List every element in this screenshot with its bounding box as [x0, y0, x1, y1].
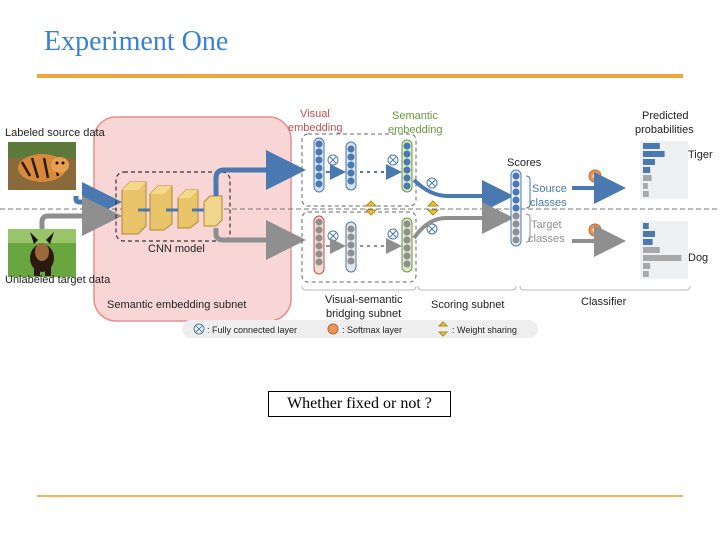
- visual-embedding-label-1: Visual: [300, 108, 330, 120]
- classifier-label: Classifier: [581, 296, 627, 308]
- target-classes-brace: [525, 213, 531, 243]
- cnn-model-label: CNN model: [148, 243, 205, 255]
- target-prob-bars: [643, 223, 682, 277]
- target-semantic-layer: [401, 217, 413, 273]
- dog-label: Dog: [688, 252, 708, 264]
- source-classes-label-1: Source: [532, 183, 567, 195]
- semantic-embedding-label-1: Semantic: [392, 110, 438, 122]
- target-embedding-box: [301, 211, 417, 283]
- weight-sharing-icons: [364, 200, 440, 216]
- target-fc-connections: [326, 228, 402, 254]
- footer-rule: [37, 495, 683, 497]
- source-input-arrow: [73, 182, 122, 222]
- target-classes-label-1: Target: [531, 219, 562, 231]
- semantic-embedding-label-2: embedding: [388, 124, 442, 136]
- bridging-subnet-label-1: Visual-semantic: [325, 294, 403, 306]
- prob-bar: [643, 239, 653, 245]
- legend-fully-connected: : Fully connected layer: [207, 325, 297, 335]
- predicted-label-1: Predicted: [642, 110, 688, 122]
- cnn-to-target-arrow: [213, 220, 306, 260]
- bridging-brace: [301, 285, 417, 291]
- bridging-subnet-label-2: bridging subnet: [326, 308, 401, 320]
- target-hidden-layer: [345, 221, 357, 273]
- prob-bar: [643, 167, 651, 173]
- prob-bar: [643, 271, 649, 277]
- tiger-label: Tiger: [688, 149, 713, 161]
- scores-label: Scores: [507, 157, 542, 169]
- prob-bar: [643, 263, 651, 269]
- scoring-brace: [417, 285, 517, 291]
- visual-embedding-label-2: embedding: [288, 122, 342, 134]
- architecture-diagram: Labeled source data Unlabeled target dat…: [0, 108, 720, 338]
- tiger-image: [8, 142, 76, 190]
- source-embedding-box: [301, 133, 417, 207]
- source-classes-brace: [525, 175, 531, 209]
- cnn-layers: [121, 181, 223, 235]
- scores-layer: [510, 169, 522, 247]
- cnn-to-source-arrow: [213, 150, 306, 196]
- prob-bar: [643, 231, 655, 237]
- scoring-subnet-label: Scoring subnet: [431, 299, 504, 311]
- prob-bar: [643, 159, 655, 165]
- softmax-icons: [588, 169, 602, 237]
- prob-bar: [643, 183, 648, 189]
- slide-title: Experiment One: [44, 26, 229, 57]
- source-hidden-layer: [345, 141, 357, 191]
- semantic-to-scores: [412, 177, 514, 240]
- legend: : Fully connected layer : Softmax layer …: [182, 320, 538, 338]
- prob-bar: [643, 247, 660, 253]
- unlabeled-target-label: Unlabeled target data: [5, 274, 111, 286]
- target-input-arrow: [39, 196, 122, 236]
- prob-bar: [643, 223, 649, 229]
- predicted-label-2: probabilities: [635, 124, 694, 136]
- legend-weight-sharing: : Weight sharing: [452, 325, 517, 335]
- prob-bar: [643, 175, 652, 181]
- dog-image: [8, 229, 76, 277]
- softmax-icon: [327, 323, 339, 335]
- prob-bar: [643, 151, 665, 157]
- target-visual-layer: [313, 215, 325, 275]
- semantic-embedding-subnet-label: Semantic embedding subnet: [107, 299, 246, 311]
- cnn-model-box: [115, 171, 231, 242]
- legend-softmax: : Softmax layer: [342, 325, 402, 335]
- source-fc-connections: [326, 154, 402, 180]
- classifier-brace: [519, 285, 691, 291]
- labeled-source-label: Labeled source data: [5, 127, 106, 139]
- target-classes-label-2: classes: [528, 233, 565, 245]
- source-prob-bars: [643, 143, 665, 197]
- prob-bar: [643, 143, 660, 149]
- prob-bar: [643, 191, 649, 197]
- source-classes-label-2: classes: [530, 197, 567, 209]
- prob-bar: [643, 255, 682, 261]
- source-semantic-layer: [401, 139, 413, 193]
- title-rule: [37, 74, 683, 78]
- weight-sharing-icon: [437, 321, 449, 337]
- source-visual-layer: [313, 137, 325, 193]
- question-box: Whether fixed or not ?: [268, 391, 451, 417]
